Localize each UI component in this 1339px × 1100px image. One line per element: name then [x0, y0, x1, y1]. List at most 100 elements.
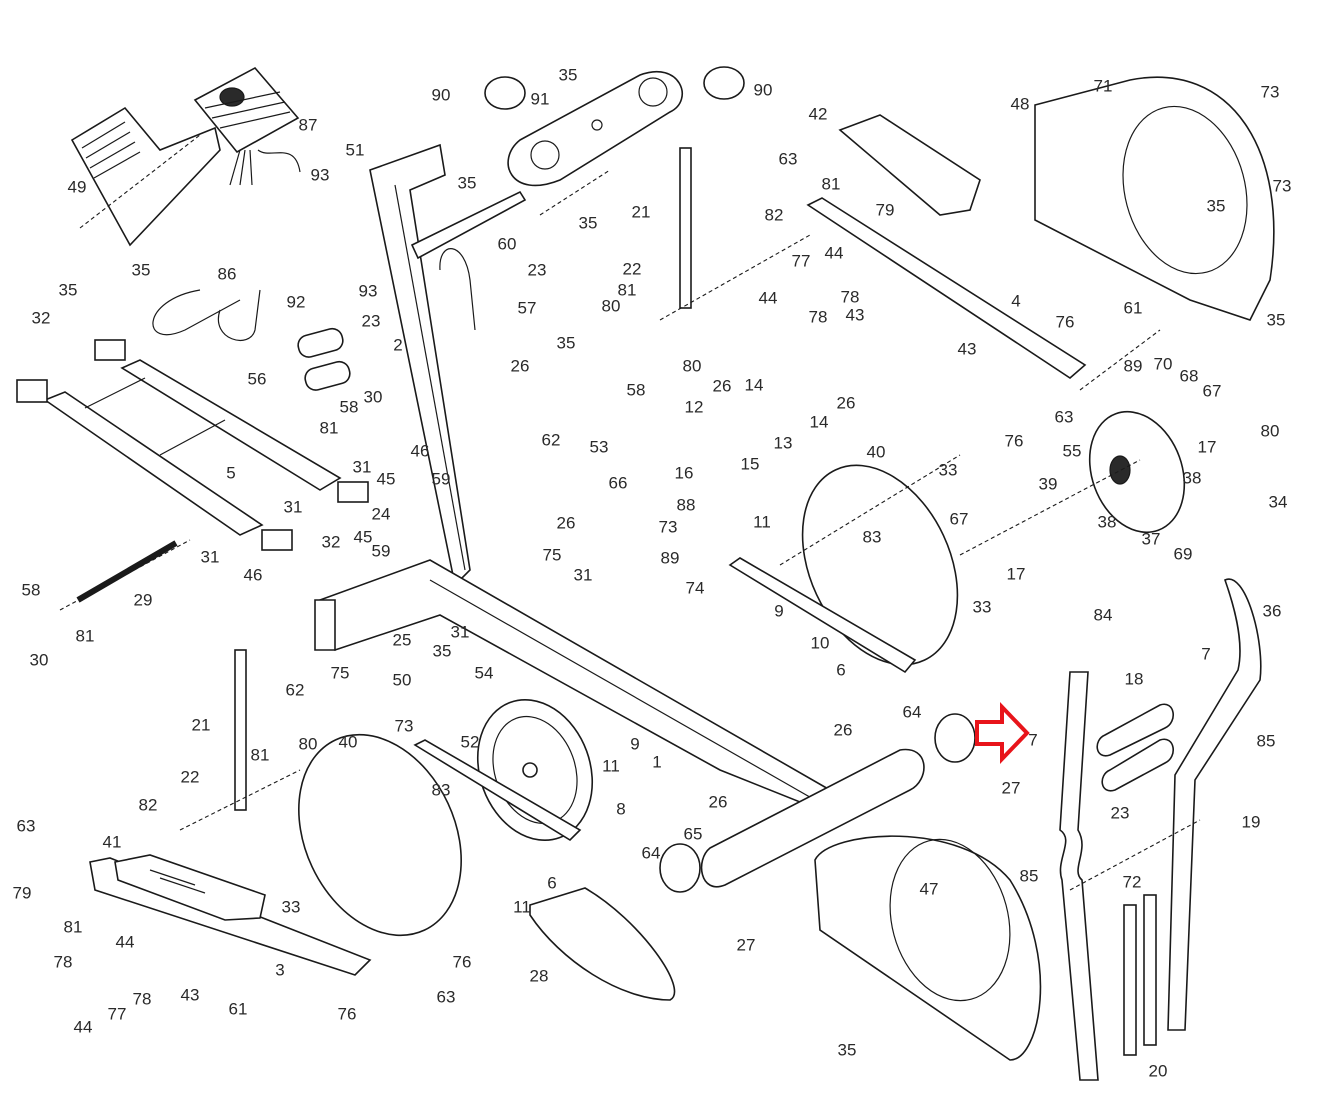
part-number-label: 60 [497, 234, 517, 254]
part-number-label: 90 [431, 85, 451, 105]
part-number-label: 34 [1268, 492, 1288, 512]
part-number-label: 33 [938, 460, 958, 480]
part-number-label: 26 [708, 792, 728, 812]
part-number-label: 75 [542, 545, 562, 565]
part-number-label: 30 [363, 387, 383, 407]
part-number-label: 80 [682, 356, 702, 376]
part-number-label: 48 [1010, 94, 1030, 114]
part-number-label: 35 [556, 333, 576, 353]
part-number-label: 62 [285, 680, 305, 700]
part-number-label: 8 [616, 799, 626, 819]
part-number-label: 45 [376, 469, 396, 489]
rear-stabilizer-part [43, 359, 342, 536]
part-number-label: 85 [1019, 866, 1039, 886]
right-shroud-part [1034, 76, 1275, 321]
part-number-label: 62 [541, 430, 561, 450]
part-number-label: 76 [452, 952, 472, 972]
part-number-label: 22 [622, 259, 642, 279]
part-number-label: 88 [676, 495, 696, 515]
part-number-label: 32 [31, 308, 51, 328]
part-number-label: 74 [685, 578, 705, 598]
part-number-label: 54 [474, 663, 494, 683]
part-number-label: 3 [275, 960, 285, 980]
part-number-label: 41 [102, 832, 122, 852]
part-number-label: 76 [1004, 431, 1024, 451]
part-number-label: 70 [1153, 354, 1173, 374]
part-number-label: 22 [180, 767, 200, 787]
part-number-label: 31 [450, 622, 470, 642]
part-number-label: 80 [601, 296, 621, 316]
flywheel-part [476, 698, 594, 842]
base-frame-part [314, 559, 832, 812]
wire-harness-part [152, 289, 261, 341]
part-number-label: 86 [217, 264, 237, 284]
pivot-tube-part [700, 748, 925, 888]
part-number-label: 83 [862, 527, 882, 547]
console-base-part [70, 106, 221, 247]
part-number-label: 45 [353, 527, 373, 547]
part-number-label: 80 [298, 734, 318, 754]
part-number-label: 5 [226, 463, 236, 483]
part-number-label: 46 [410, 441, 430, 461]
part-number-label: 73 [658, 517, 678, 537]
part-number-label: 35 [1206, 196, 1226, 216]
stabilizer-cap-part [94, 339, 126, 361]
part-number-label: 44 [824, 243, 844, 263]
part-number-label: 27 [736, 935, 756, 955]
part-number-label: 49 [67, 177, 87, 197]
part-number-label: 68 [1179, 366, 1199, 386]
part-number-label: 61 [1123, 298, 1143, 318]
drive-belt-part [529, 887, 676, 1001]
part-number-label: 1 [652, 752, 662, 772]
part-number-label: 73 [1272, 176, 1292, 196]
part-number-label: 76 [1055, 312, 1075, 332]
part-number-label: 28 [529, 966, 549, 986]
part-number-label: 4 [1011, 291, 1021, 311]
handlebar-leg-part [1059, 578, 1262, 1081]
part-number-label: 79 [12, 883, 32, 903]
part-number-label: 18 [1124, 669, 1144, 689]
part-number-label: 33 [972, 597, 992, 617]
left-pedal-arm-part [89, 854, 372, 976]
part-number-label: 40 [866, 442, 886, 462]
part-number-label: 67 [949, 509, 969, 529]
part-number-label: 66 [608, 473, 628, 493]
part-number-label: 26 [556, 513, 576, 533]
part-number-label: 31 [573, 565, 593, 585]
part-number-label: 35 [578, 213, 598, 233]
part-number-label: 53 [589, 437, 609, 457]
part-number-label: 24 [371, 504, 391, 524]
part-number-label: 55 [1062, 441, 1082, 461]
part-number-label: 33 [281, 897, 301, 917]
crank-arm-part [413, 739, 582, 842]
part-number-label: 20 [1148, 1061, 1168, 1081]
part-number-label: 43 [957, 339, 977, 359]
part-number-label: 78 [53, 952, 73, 972]
stabilizer-cap-part [261, 529, 293, 551]
part-number-label: 35 [131, 260, 151, 280]
axle-part [76, 540, 178, 603]
part-number-label: 7 [1028, 730, 1038, 750]
part-number-label: 21 [631, 202, 651, 222]
part-number-label: 93 [358, 281, 378, 301]
part-number-label: 76 [337, 1004, 357, 1024]
part-number-label: 26 [712, 376, 732, 396]
grip-part [304, 360, 351, 391]
part-number-label: 35 [1266, 310, 1286, 330]
part-number-label: 81 [617, 280, 637, 300]
part-number-label: 56 [247, 369, 267, 389]
part-number-label: 52 [460, 732, 480, 752]
part-number-label: 16 [674, 463, 694, 483]
part-number-label: 84 [1093, 605, 1113, 625]
upper-post-part [234, 649, 247, 811]
crank-disc-part [298, 733, 462, 937]
part-number-label: 25 [392, 630, 412, 650]
part-number-label: 93 [310, 165, 330, 185]
highlight-arrow-icon [975, 702, 1030, 764]
part-number-label: 9 [774, 601, 784, 621]
part-number-label: 35 [457, 173, 477, 193]
part-number-label: 73 [394, 716, 414, 736]
right-pedal-arm-part [806, 114, 1087, 380]
part-number-label: 59 [431, 469, 451, 489]
part-number-label: 39 [1038, 474, 1058, 494]
